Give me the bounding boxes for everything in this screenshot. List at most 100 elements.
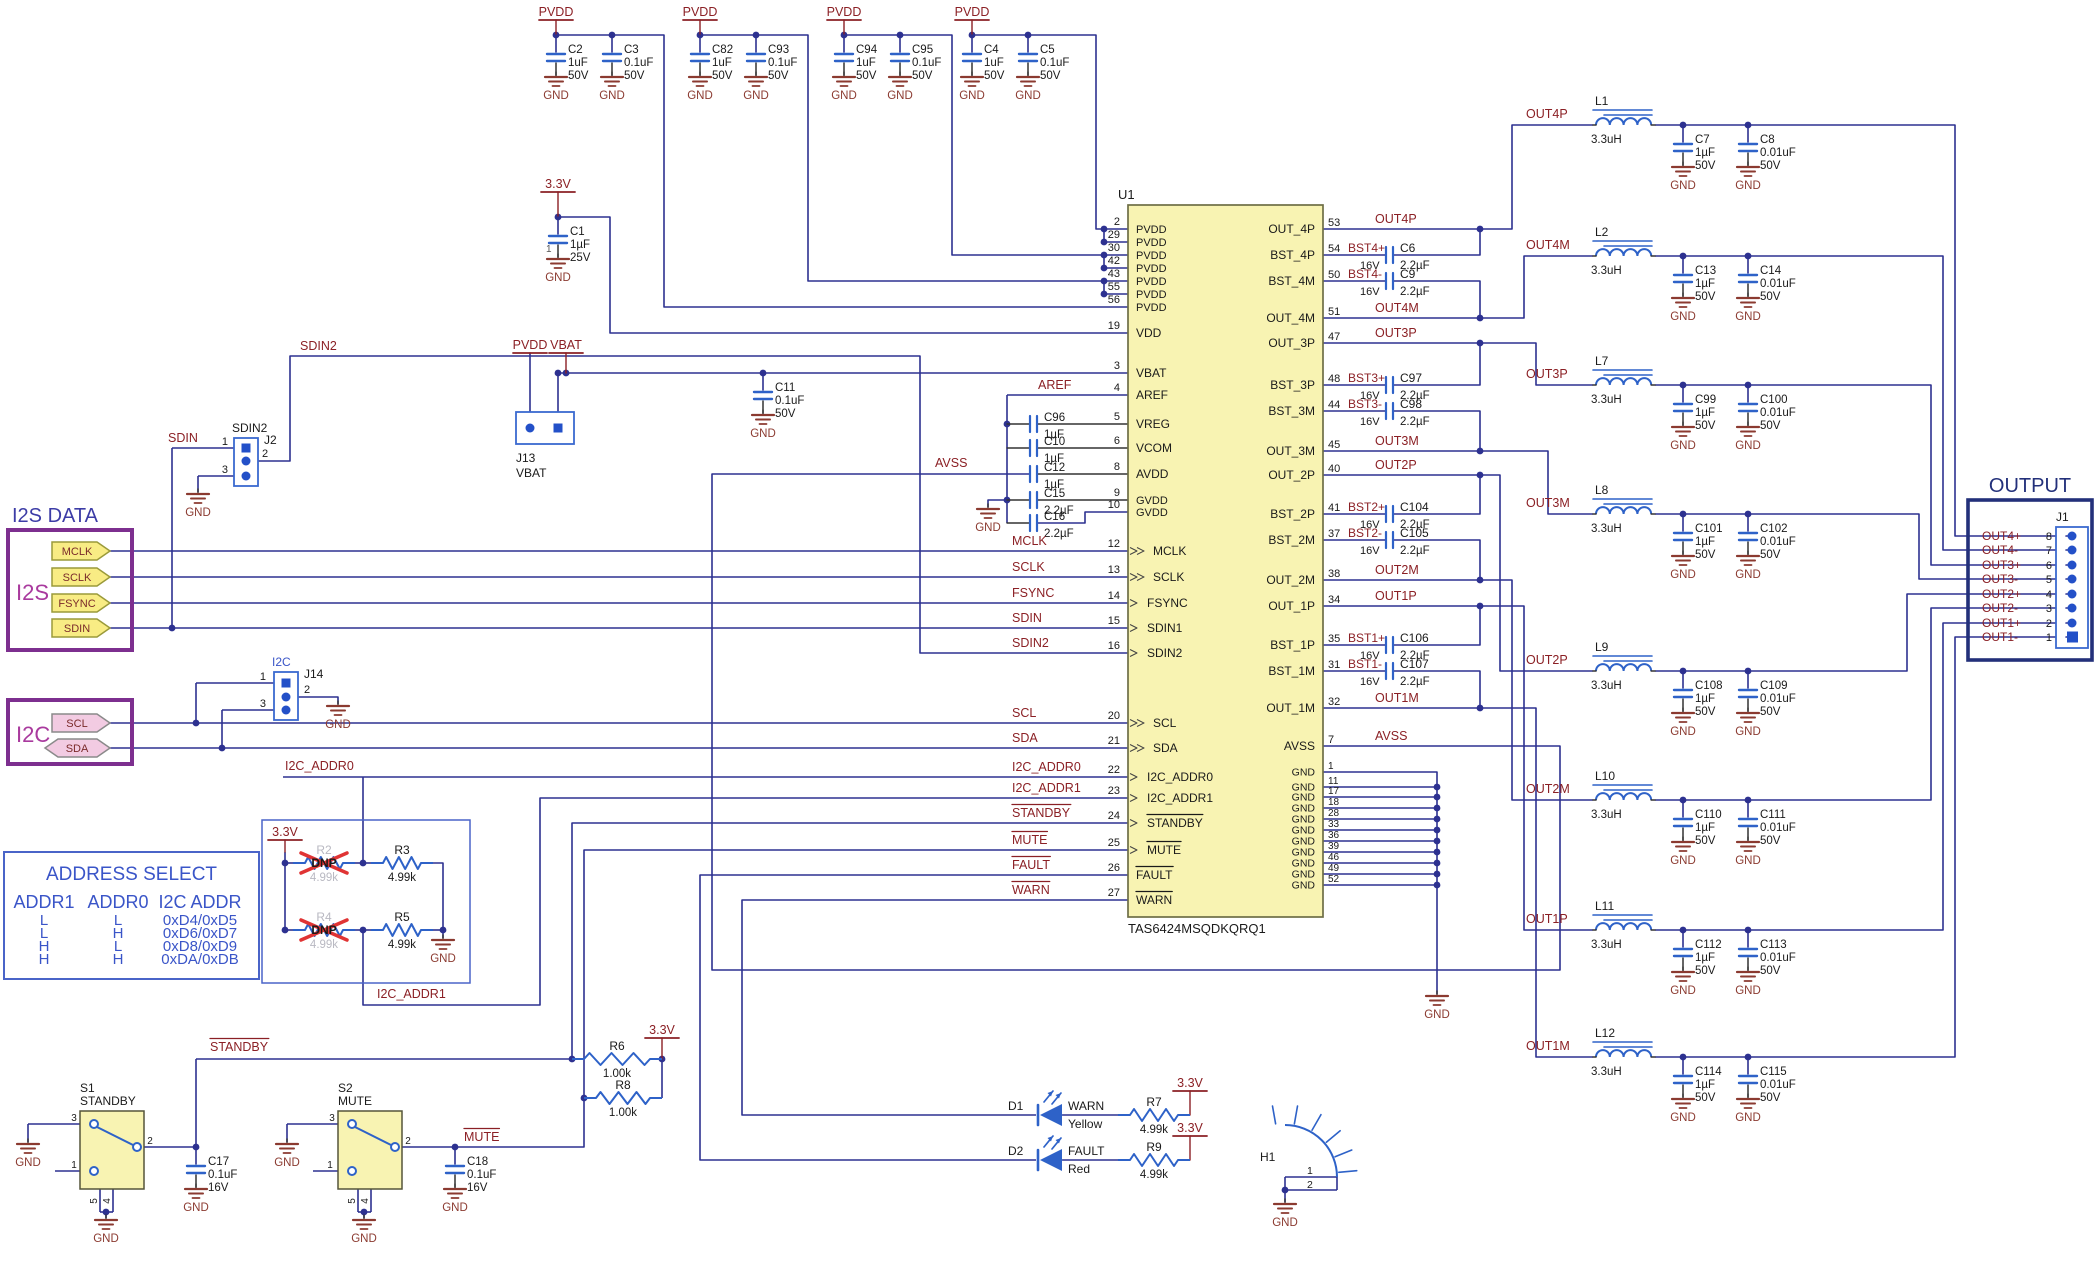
net-label: FSYNC	[1012, 586, 1054, 600]
pin-input-arrow	[1129, 649, 1138, 657]
gnd: GND	[15, 1138, 41, 1169]
wire-113	[1655, 384, 2066, 566]
ic-u1: U1TAS6424MSQDKQRQ12PVDD29PVDD30PVDD42PVD…	[1108, 187, 1341, 936]
signal-tag-label: SCL	[66, 718, 87, 730]
pin-name: PVDD	[1136, 289, 1167, 301]
gnd: GND	[687, 71, 713, 102]
i2s-box	[6, 528, 134, 652]
cap-value: 0.01uF	[1760, 952, 1796, 964]
junction-dot	[359, 926, 367, 934]
pin-name: GND	[1292, 814, 1316, 826]
power-flag-label: 3.3V	[649, 1023, 675, 1037]
pin-number: 6	[1114, 435, 1120, 447]
bst-voltage: 16V	[1360, 260, 1380, 272]
cap-value: 1µF	[1695, 536, 1715, 548]
connector-body	[2055, 526, 2089, 649]
gnd: GND	[975, 503, 1001, 534]
gnd-label: GND	[599, 90, 625, 102]
pin-name: OUT_2P	[1268, 468, 1315, 482]
bst-net-label: BST4-	[1348, 267, 1382, 281]
power-flag-3.3V: 3.3V	[540, 177, 576, 218]
bst-voltage: 16V	[1360, 676, 1380, 688]
signal-tag	[51, 713, 112, 733]
gnd: GND	[1424, 990, 1450, 1021]
gnd: GND	[1735, 836, 1761, 867]
gnd-label: GND	[687, 90, 713, 102]
gnd-symbol	[430, 938, 456, 950]
cap-voltage: 50V	[1760, 1092, 1781, 1104]
resistor-R6: R6 1.00k	[572, 1039, 662, 1080]
pin-number: 4	[360, 1198, 371, 1204]
gnd: GND	[1670, 966, 1696, 997]
pin-name: WARN	[1136, 893, 1172, 907]
inductor-L2: L23.3uH	[1591, 225, 1656, 277]
pin-name: BST_3P	[1270, 378, 1315, 392]
cap-value: 0.1uF	[1040, 57, 1069, 69]
inductor-coil	[1595, 1049, 1653, 1058]
resistor-value: 4.99k	[1140, 1124, 1168, 1136]
switch-contact	[347, 1166, 357, 1176]
pin-number: 21	[1108, 735, 1120, 747]
dnp-label: DNP	[311, 856, 336, 870]
net-label: OUT3+	[1982, 558, 2021, 572]
cap-ref: C104	[1400, 500, 1429, 514]
output-box	[1966, 498, 2094, 662]
junction-dot	[1476, 314, 1484, 322]
table-cell: L	[40, 912, 48, 929]
cap-ref: C15	[1044, 488, 1065, 500]
cap-value: 0.01uF	[1760, 278, 1796, 290]
gnd-symbol	[1670, 165, 1696, 177]
ic-body	[1127, 204, 1324, 918]
pin-number: 18	[1328, 797, 1340, 808]
pin-input-arrow	[1129, 547, 1138, 555]
inductor-value: 3.3uH	[1591, 394, 1622, 406]
gnd-label: GND	[1670, 855, 1696, 867]
pin-number: 7	[1328, 734, 1334, 746]
inductor-L1: L13.3uH	[1591, 94, 1656, 146]
i2c-box	[6, 698, 134, 766]
gnd: GND	[831, 71, 857, 102]
gnd: GND	[543, 71, 569, 102]
gnd-symbol	[183, 1187, 209, 1199]
cap-ref: C96	[1044, 412, 1065, 424]
pin-number: 35	[1328, 633, 1340, 645]
junction-dot	[1433, 881, 1441, 889]
capacitors-vertical: C21uF50VC30.1uF50VC821uF50VC930.1uF50VC9…	[185, 34, 1796, 1194]
cap-voltage: 16V	[467, 1182, 488, 1194]
cap-ref: C18	[467, 1156, 488, 1168]
cap-value: 0.01uF	[1760, 693, 1796, 705]
cap-voltage: 50V	[1040, 70, 1061, 82]
gnd-symbol	[1735, 840, 1761, 852]
net-label: OUT3M	[1526, 496, 1570, 510]
cap-voltage: 50V	[1760, 420, 1781, 432]
output-block: OUTPUTJ1OUT4+8OUT4-7OUT3+6OUT3-5OUT2+4OU…	[1966, 475, 2094, 662]
connector-pin-square	[281, 678, 291, 688]
gnd-label: GND	[1735, 311, 1761, 323]
resistor-R8: R81.00k	[584, 1078, 662, 1119]
gnd: GND	[1670, 161, 1696, 192]
resistor-value: 1.00k	[603, 1068, 631, 1080]
gnd-symbol	[687, 75, 713, 87]
cap-value: 2.2µF	[1400, 545, 1430, 557]
inductors: L13.3uHL23.3uHL73.3uHL83.3uHL93.3uHL103.…	[1591, 94, 1656, 1078]
pin-name: VREG	[1136, 417, 1170, 431]
pin-input-arrow	[1129, 624, 1138, 632]
resistor-ref: R6	[609, 1039, 625, 1053]
gnd-symbol	[185, 492, 211, 504]
power-flag-label: PVDD	[955, 5, 990, 19]
inductor-L7: L73.3uH	[1591, 354, 1656, 406]
net-label: FAULT	[1012, 858, 1050, 872]
pin-input-arrow	[1136, 547, 1145, 555]
connector-pin	[2067, 589, 2077, 599]
wire-54	[699, 874, 1128, 1161]
resistor-R7: R74.99k	[1118, 1095, 1190, 1136]
bst-net-label: BST2-	[1348, 526, 1382, 540]
net-label: OUT2M	[1375, 563, 1419, 577]
gnd-label: GND	[1424, 1009, 1450, 1021]
pin-number: 4	[2046, 589, 2052, 601]
wire-90	[1323, 450, 1593, 515]
